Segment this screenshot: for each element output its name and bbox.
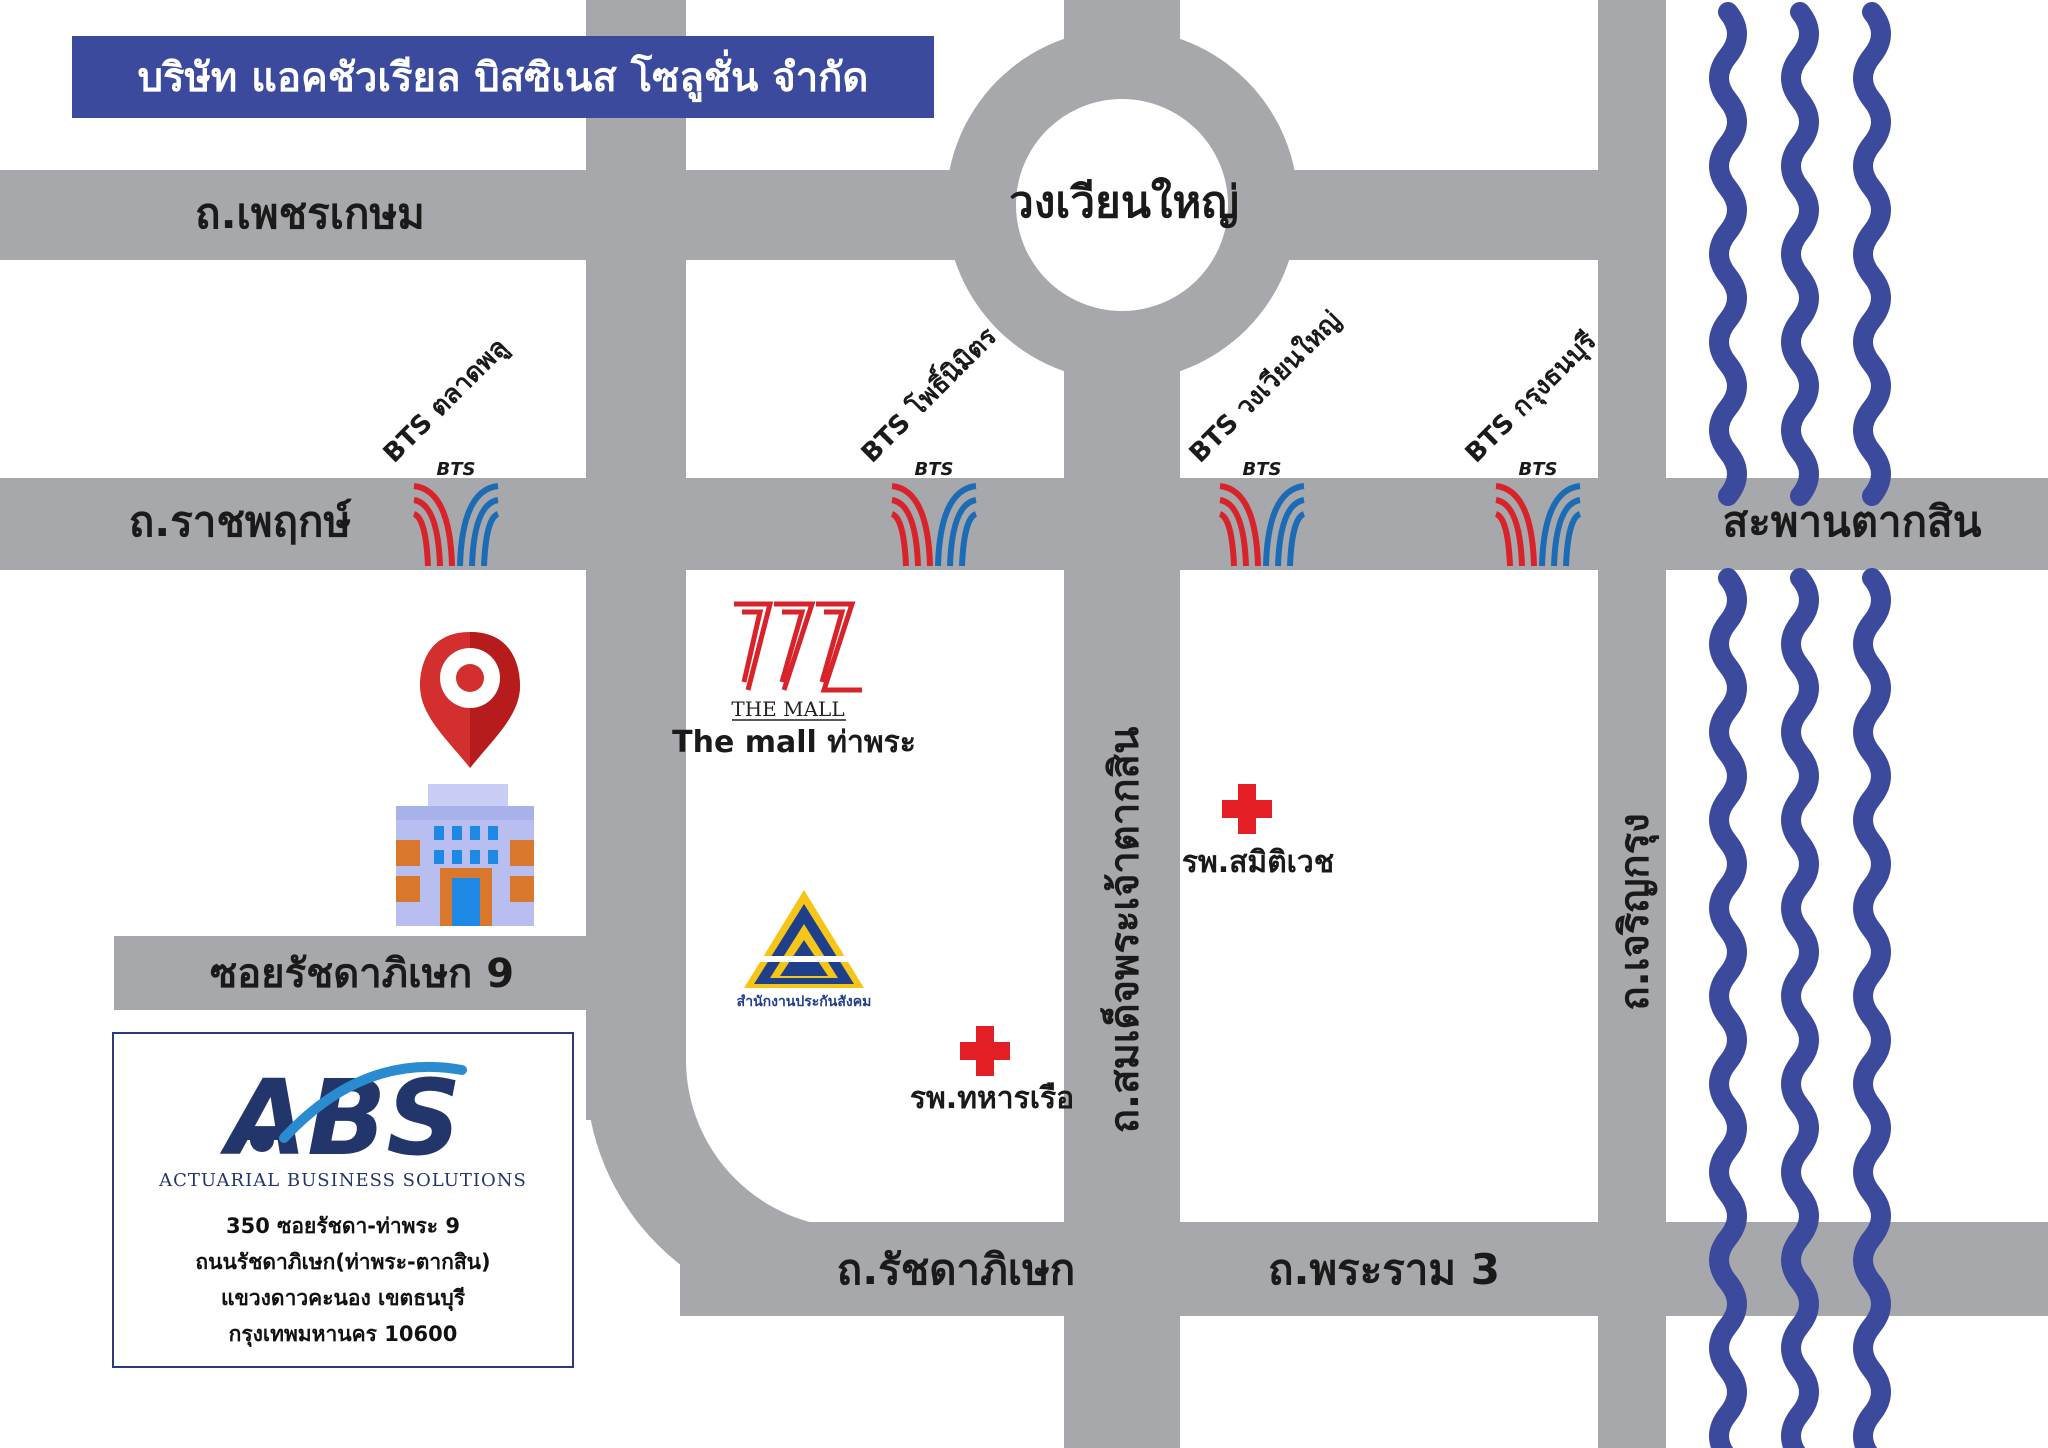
roundabout bbox=[946, 29, 1298, 381]
company-name-en: ACTUARIAL BUSINESS SOLUTIONS bbox=[159, 1170, 527, 1191]
label-somdet-taksin: ถ.สมเด็จพระเจ้าตากสิน bbox=[1099, 727, 1148, 1134]
map-pin-icon[interactable] bbox=[420, 632, 520, 768]
abs-logo-icon: ABS bbox=[220, 1057, 467, 1172]
road-charoen-krung bbox=[1598, 0, 1666, 1448]
label-bridge: สะพานตากสิน bbox=[1723, 497, 1982, 546]
address-line-1: 350 ซอยรัชดา-ท่าพระ 9 bbox=[226, 1214, 460, 1238]
bts-logo-text: BTS bbox=[437, 459, 476, 480]
bts-station-label: BTS ตลาดพลู bbox=[378, 333, 515, 470]
page-title-text: บริษัท แอคชัวเรียล บิสซิเนส โซลูชั่น จำก… bbox=[137, 55, 869, 101]
label-sso: สำนักงานประกันสังคม bbox=[737, 994, 872, 1010]
the-mall-logo-icon: THE MALL bbox=[731, 601, 862, 721]
label-charoen-krung: ถ.เจริญกรุง bbox=[1612, 813, 1660, 1010]
road-phetkasem bbox=[0, 170, 1666, 260]
label-the-mall: The mall ท่าพระ bbox=[672, 725, 916, 760]
road-curve-ratchada bbox=[586, 1000, 920, 1316]
social-security-logo-icon bbox=[744, 890, 864, 988]
label-rama3: ถ.พระราม 3 bbox=[1268, 1245, 1500, 1294]
road-vertical-left bbox=[586, 0, 686, 1120]
bts-station-label: BTS กรุงธนบุรี bbox=[1460, 326, 1603, 469]
road-soi-ratchada-9 bbox=[114, 936, 594, 1010]
abs-logo-text: ABS bbox=[220, 1057, 462, 1172]
address-line-4: กรุงเทพมหานคร 10600 bbox=[228, 1322, 458, 1346]
bts-logo-text: BTS bbox=[1519, 459, 1558, 480]
bts-station-label: BTS โพธิ์นิมิตร bbox=[851, 318, 1002, 469]
bts-logo-icon bbox=[890, 483, 978, 567]
bts-logo-text: BTS bbox=[1243, 459, 1282, 480]
label-soi-ratchada-9: ซอยรัชดาภิเษก 9 bbox=[210, 951, 514, 997]
bts-logo-text: BTS bbox=[915, 459, 954, 480]
address-line-2: ถนนรัชดาภิเษก(ท่าพระ-ตากสิน) bbox=[195, 1250, 491, 1274]
hospital-cross-icon bbox=[1222, 784, 1272, 834]
river-waves-icon bbox=[1709, 2, 1891, 1448]
hospital-cross-icon bbox=[960, 1026, 1010, 1076]
road-ratchaphruek bbox=[0, 478, 2048, 570]
page-title: บริษัท แอคชัวเรียล บิสซิเนส โซลูชั่น จำก… bbox=[72, 36, 934, 118]
label-ratchaphruek: ถ.ราชพฤกษ์ bbox=[129, 497, 352, 546]
bts-logo-icon bbox=[1218, 483, 1306, 567]
label-hospital-navy: รพ.ทหารเรือ bbox=[910, 1081, 1074, 1116]
bts-logo-icon bbox=[1494, 483, 1582, 567]
bts-logo-icon bbox=[412, 483, 500, 567]
the-mall-logo-text: THE MALL bbox=[731, 697, 844, 721]
label-phetkasem: ถ.เพชรเกษม bbox=[195, 189, 425, 238]
label-hospital-samitivej: รพ.สมิติเวช bbox=[1182, 845, 1334, 880]
address-line-3: แขวงดาวคะนอง เขตธนบุรี bbox=[221, 1286, 465, 1310]
company-info-card: ABS ACTUARIAL BUSINESS SOLUTIONS 350 ซอย… bbox=[112, 1032, 574, 1368]
label-roundabout: วงเวียนใหญ่ bbox=[1009, 176, 1239, 228]
label-ratchadaphisek: ถ.รัชดาภิเษก bbox=[837, 1245, 1075, 1294]
office-building-icon bbox=[396, 784, 534, 926]
